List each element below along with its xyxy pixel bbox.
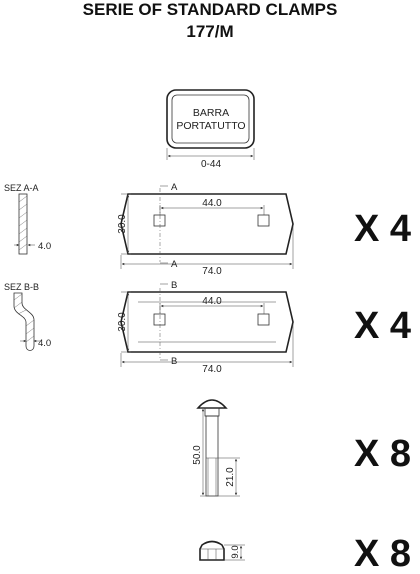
section-b-profile [13,292,35,351]
bolt-thread-length: 21.0 [225,467,236,487]
clamp-b-hole-right [257,313,270,326]
clamp-a-hole-left [153,214,166,227]
clamp-a-marker-bottom: A [171,259,178,270]
nut-quantity: X 8 [354,533,411,574]
nut-height: 9.0 [230,545,241,558]
nut-view: 9.0 [199,540,245,561]
nut-body [199,540,225,561]
section-a-profile [18,193,28,255]
section-b-label: SEZ B-B [4,282,39,292]
clamp-b-quantity: X 4 [354,305,411,347]
section-a-label: SEZ A-A [4,183,39,193]
bolt-quantity: X 8 [354,433,411,475]
bolt-length: 50.0 [192,445,203,465]
section-b-thickness: 4.0 [38,338,51,349]
title-line-2: 177/M [186,22,234,41]
bolt-view: 50.0 21.0 [192,399,240,497]
bolt-head [196,399,228,409]
bar-holder-dimension: 0-44 [201,159,221,170]
bar-holder-inner [171,94,250,144]
clamp-a-view: A A 44.0 30.0 74.0 [117,182,294,277]
clamp-b-length: 74.0 [202,364,222,375]
clamp-b-hole-spacing: 44.0 [202,296,222,307]
bar-holder-label-1: BARRA [193,107,229,119]
section-a-view: SEZ A-A 4.0 [4,183,51,255]
clamp-a-length: 74.0 [202,266,222,277]
bolt-square-neck [204,407,220,417]
clamp-a-marker-top: A [171,182,178,193]
clamp-b-view: B B 44.0 30.0 74.0 [117,280,294,375]
clamp-a-plate [120,193,294,255]
bar-holder-outer [166,89,255,149]
title-line-1: SERIE OF STANDARD CLAMPS [82,0,338,19]
section-b-view: SEZ B-B 4.0 [4,282,51,351]
clamp-b-marker-bottom: B [171,356,177,367]
clamp-b-plate [120,291,294,353]
bolt-shank [205,415,219,497]
clamp-a-hole-spacing: 44.0 [202,198,222,209]
clamp-b-height: 30.0 [117,312,128,332]
clamp-a-height: 30.0 [117,214,128,234]
clamp-a-quantity: X 4 [354,208,411,250]
bar-holder-section: BARRA PORTATUTTO 0-44 [166,89,255,170]
clamp-b-hole-left [153,313,166,326]
clamp-b-marker-top: B [171,280,177,291]
clamp-a-hole-right [257,214,270,227]
section-a-thickness: 4.0 [38,241,51,252]
drawing-title: SERIE OF STANDARD CLAMPS 177/M [0,0,420,43]
bar-holder-label-2: PORTATUTTO [176,120,245,132]
